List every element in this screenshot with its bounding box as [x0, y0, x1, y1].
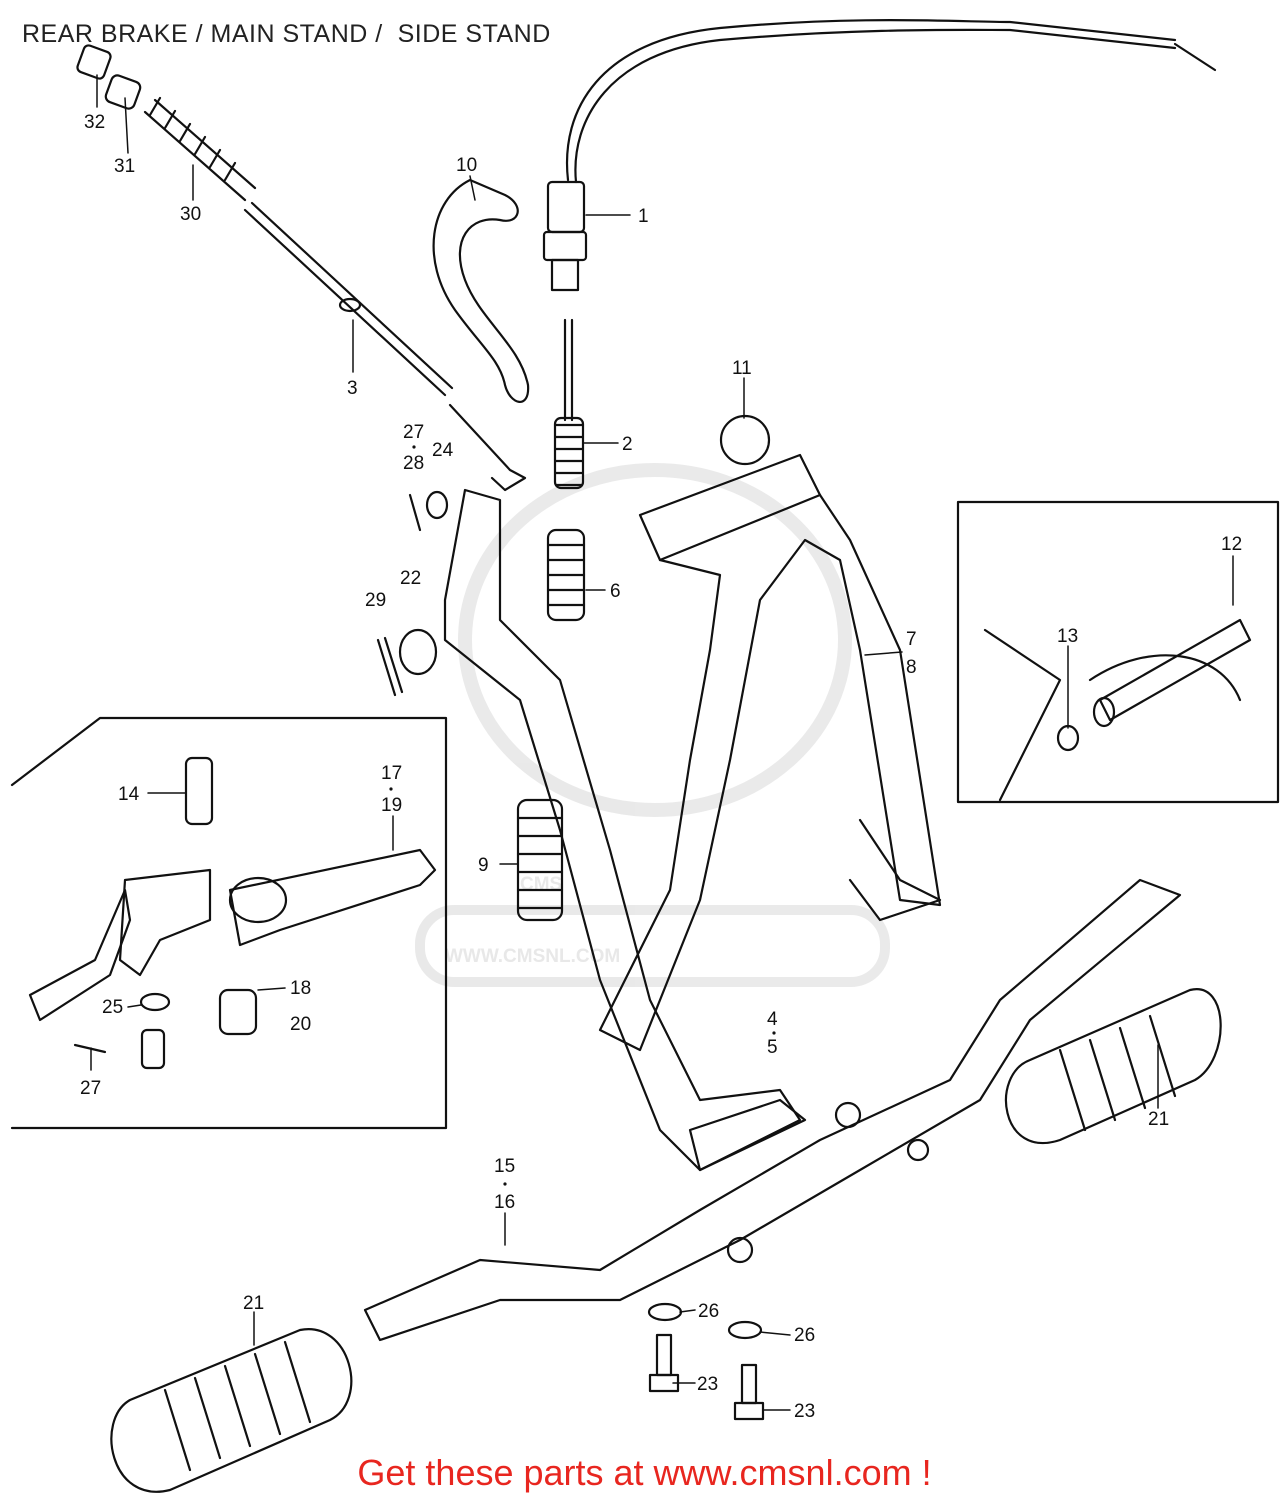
callout-27-upper: 27	[403, 422, 424, 443]
brake-rod-part	[243, 201, 527, 492]
callout-30: 30	[180, 204, 201, 225]
inset-box-right	[956, 500, 1280, 804]
stand-spring-upper	[546, 528, 586, 622]
inset-box-left	[10, 716, 448, 1130]
callout-11: 11	[732, 358, 752, 379]
brake-arm-part	[432, 178, 530, 403]
callout-19: 19	[381, 795, 402, 816]
callout-18: 18	[290, 978, 311, 999]
callout-21-right: 21	[1148, 1109, 1169, 1130]
callout-4: 4	[767, 1009, 778, 1030]
pivot-bolt-parts	[983, 618, 1252, 802]
callout-16: 16	[494, 1192, 515, 1213]
callout-22: 22	[400, 568, 421, 589]
side-stand-parts	[28, 756, 437, 1070]
footer-text[interactable]: Get these parts at www.cmsnl.com !	[357, 1452, 932, 1493]
watermark-brand: CMS	[520, 874, 562, 895]
callout-14: 14	[118, 784, 140, 805]
brake-pedal-part	[443, 488, 807, 1172]
callout-24: 24	[432, 440, 454, 461]
callout-dot-27-28	[412, 445, 416, 449]
callout-3: 3	[347, 378, 358, 399]
callout-13: 13	[1057, 626, 1078, 647]
callout-8: 8	[906, 657, 917, 678]
main-stand-part	[598, 453, 942, 1052]
callout-20: 20	[290, 1014, 311, 1035]
stand-spring-lower	[516, 798, 564, 922]
callout-26-left: 26	[698, 1301, 719, 1322]
callout-9: 9	[478, 855, 489, 876]
callout-26-right: 26	[794, 1325, 815, 1346]
callout-25: 25	[102, 997, 123, 1018]
callout-21-left: 21	[243, 1293, 264, 1314]
callout-12: 12	[1221, 534, 1242, 555]
bolt-washer-set	[647, 1302, 765, 1421]
callout-6: 6	[610, 581, 621, 602]
stand-nut-part	[719, 414, 771, 466]
callout-2: 2	[622, 434, 633, 455]
callout-23-left: 23	[697, 1374, 718, 1395]
callout-10: 10	[456, 155, 477, 176]
callout-15: 15	[494, 1156, 515, 1177]
rod-spring-part	[76, 44, 257, 202]
footer-link[interactable]: Get these parts at www.cmsnl.com !	[0, 1452, 1287, 1494]
leader-lines	[90, 74, 1234, 1411]
callout-5: 5	[767, 1037, 778, 1058]
callout-28: 28	[403, 453, 424, 474]
callout-labels: 1 2 3 4 5 6 7 8 9 10 11 12 13 14 15 16 1…	[80, 112, 1242, 1422]
callout-29: 29	[365, 590, 386, 611]
callout-dot-4-5	[772, 1031, 776, 1035]
step-bar-part	[363, 878, 1182, 1342]
footrest-rubber-right	[1005, 988, 1222, 1144]
small-parts-set	[376, 490, 449, 697]
callout-dot-15-16	[503, 1182, 507, 1186]
brake-switch-part	[542, 19, 1217, 292]
callout-7: 7	[906, 629, 917, 650]
callout-dot-17-19	[389, 787, 393, 791]
callout-32: 32	[84, 112, 105, 133]
callout-17: 17	[381, 763, 402, 784]
callout-31: 31	[114, 156, 135, 177]
diagram-title: REAR BRAKE / MAIN STAND / SIDE STAND	[22, 20, 551, 48]
callout-27-lower: 27	[80, 1078, 101, 1099]
callout-1: 1	[638, 206, 649, 227]
watermark-url: WWW.CMSNL.COM	[445, 946, 620, 967]
brake-switch-spring	[553, 318, 585, 490]
footrest-rubber-left	[110, 1328, 353, 1493]
callout-23-right: 23	[794, 1401, 815, 1422]
